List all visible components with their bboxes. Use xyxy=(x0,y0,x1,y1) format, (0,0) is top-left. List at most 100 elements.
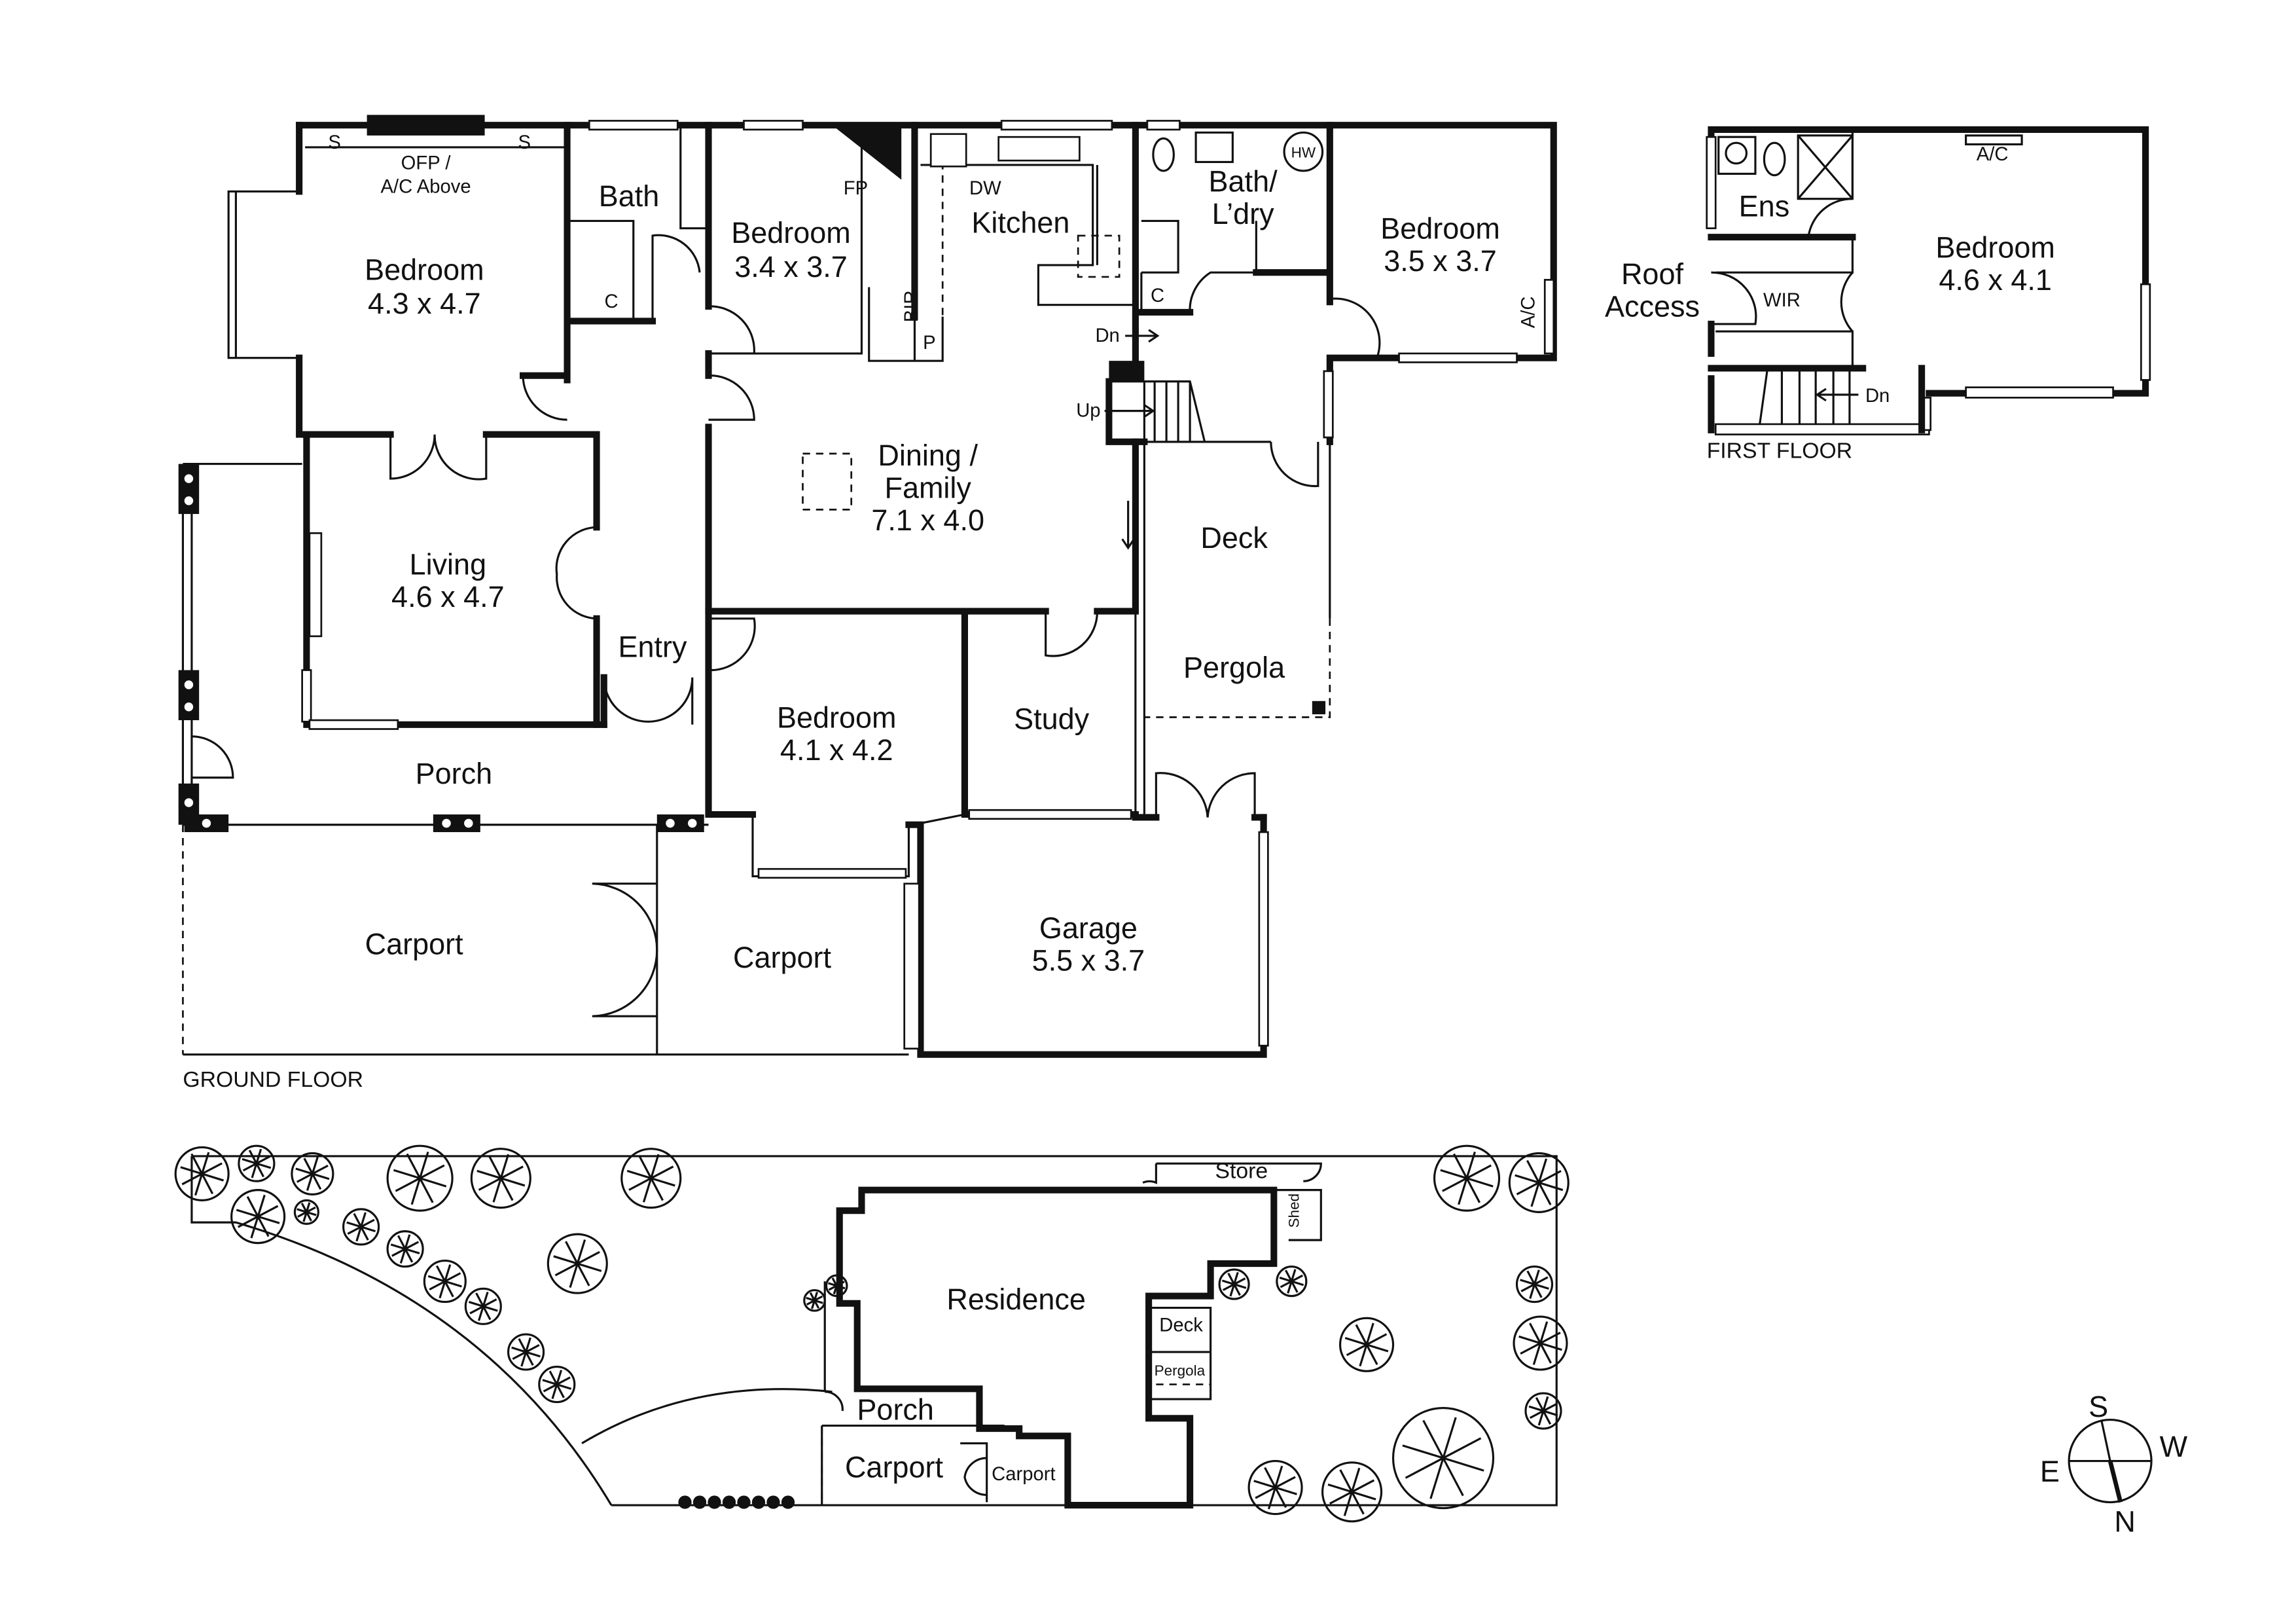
porch-label: Porch xyxy=(857,1393,934,1427)
tree-branch xyxy=(1346,1343,1367,1357)
tree-branch xyxy=(468,1301,484,1307)
tree xyxy=(803,1289,826,1312)
tree xyxy=(1433,1144,1501,1212)
tree-branch xyxy=(1233,1271,1239,1285)
tree-branch xyxy=(429,1280,446,1290)
tree-branch xyxy=(360,1226,369,1241)
tree-branch xyxy=(499,1177,514,1201)
tree-branch xyxy=(1466,1164,1492,1180)
tree-branch xyxy=(1264,1467,1276,1488)
tree-branch xyxy=(255,1148,262,1164)
tree-branch xyxy=(1227,1272,1235,1285)
tree-branch xyxy=(835,1277,840,1286)
room-size: 3.5 x 3.7 xyxy=(1384,244,1497,278)
tree-branch xyxy=(305,1202,311,1213)
tree-branch xyxy=(257,1215,280,1224)
room-name: Kitchen xyxy=(971,206,1069,239)
tree-branch xyxy=(201,1152,210,1175)
tree-branch xyxy=(306,1173,314,1191)
tree-branch xyxy=(181,1173,203,1186)
tree-branch xyxy=(638,1156,653,1179)
tree-branch xyxy=(1355,1324,1368,1345)
site-plan: Store Shed Residence Deck Pergola Porch … xyxy=(174,1144,1570,1523)
up-label: Up xyxy=(1076,401,1100,422)
room-name: Porch xyxy=(416,757,493,790)
tree-branch xyxy=(180,1166,203,1175)
hedge-shrub xyxy=(692,1495,707,1509)
tree-branch xyxy=(242,1158,257,1165)
tree-branch xyxy=(556,1383,565,1398)
tree-branch xyxy=(257,1205,279,1218)
hedge-shrub xyxy=(737,1495,751,1509)
tree-branch xyxy=(478,1305,484,1321)
tree-branch xyxy=(1442,1457,1464,1497)
tree-branch xyxy=(256,1162,272,1169)
tree-branch xyxy=(806,1299,816,1305)
tree xyxy=(1276,1266,1308,1298)
tree-branch xyxy=(305,1211,312,1222)
tree-branch xyxy=(482,1291,489,1307)
tree-branch xyxy=(255,1163,264,1178)
pergola-label: Pergola xyxy=(1155,1362,1206,1379)
room-size: 7.1 x 4.0 xyxy=(871,503,984,537)
tree-branch xyxy=(257,1216,270,1237)
tree-branch xyxy=(1515,1174,1539,1184)
tree-branch xyxy=(419,1177,434,1203)
tree-branch xyxy=(190,1153,204,1175)
tree-branch xyxy=(1229,1284,1236,1297)
tree-branch xyxy=(306,1211,317,1216)
tree-branch xyxy=(478,1177,502,1191)
hedge-shrub xyxy=(751,1495,766,1509)
tree-branch xyxy=(1539,1342,1552,1364)
tree-branch xyxy=(1405,1457,1444,1479)
tree-branch xyxy=(355,1226,363,1242)
tree-branch xyxy=(194,1173,204,1196)
tree-branch xyxy=(311,1156,319,1175)
tree-branch xyxy=(651,1177,675,1187)
tree-branch xyxy=(419,1164,445,1180)
tree-branch xyxy=(420,1177,447,1188)
room-name: Carport xyxy=(733,941,832,974)
tree-branch xyxy=(410,1178,422,1205)
tree-branch xyxy=(1351,1479,1375,1493)
tree-branch xyxy=(1285,1269,1293,1282)
cupboard-label: C xyxy=(604,291,618,312)
tree-branch xyxy=(1534,1269,1540,1285)
compass-south: S xyxy=(2089,1390,2108,1423)
hw-label: HW xyxy=(1291,145,1316,161)
tree-branch xyxy=(650,1154,660,1179)
tree-branch xyxy=(1221,1279,1235,1286)
ofp-label: A/C Above xyxy=(381,177,471,198)
tree-branch xyxy=(554,1262,579,1277)
ac-label: A/C xyxy=(1977,144,2009,165)
tree-branch xyxy=(499,1154,510,1179)
tree-branch xyxy=(1366,1333,1388,1346)
tree-branch xyxy=(556,1370,563,1385)
carport-label: Carport xyxy=(845,1450,944,1484)
deck-label: Deck xyxy=(1159,1315,1203,1336)
tree-branch xyxy=(1528,1405,1544,1412)
tree-branch xyxy=(296,1173,314,1183)
tree-branch xyxy=(397,1235,406,1250)
tree-branch xyxy=(1290,1281,1299,1293)
hedge-shrub xyxy=(678,1495,692,1509)
tree xyxy=(538,1366,576,1404)
tree-branch xyxy=(1534,1276,1549,1285)
tree-branch xyxy=(543,1383,558,1393)
room-name: Bath/ xyxy=(1209,164,1278,198)
tree-branch xyxy=(1529,1322,1541,1344)
tree-branch xyxy=(1520,1342,1541,1355)
tree xyxy=(423,1260,467,1304)
first-floor-caption: FIRST FLOOR xyxy=(1707,439,1852,464)
tree xyxy=(825,1274,848,1298)
tree xyxy=(1218,1268,1250,1300)
tree-branch xyxy=(811,1300,816,1309)
tree-branch xyxy=(1274,1465,1283,1488)
tree-branch xyxy=(1534,1283,1543,1298)
tree-branch xyxy=(831,1277,838,1286)
room-name: Pergola xyxy=(1183,651,1285,684)
tree-branch xyxy=(569,1263,579,1288)
tree-branch xyxy=(1443,1457,1484,1472)
tree-branch xyxy=(311,1173,322,1190)
tree-branch xyxy=(488,1156,502,1179)
